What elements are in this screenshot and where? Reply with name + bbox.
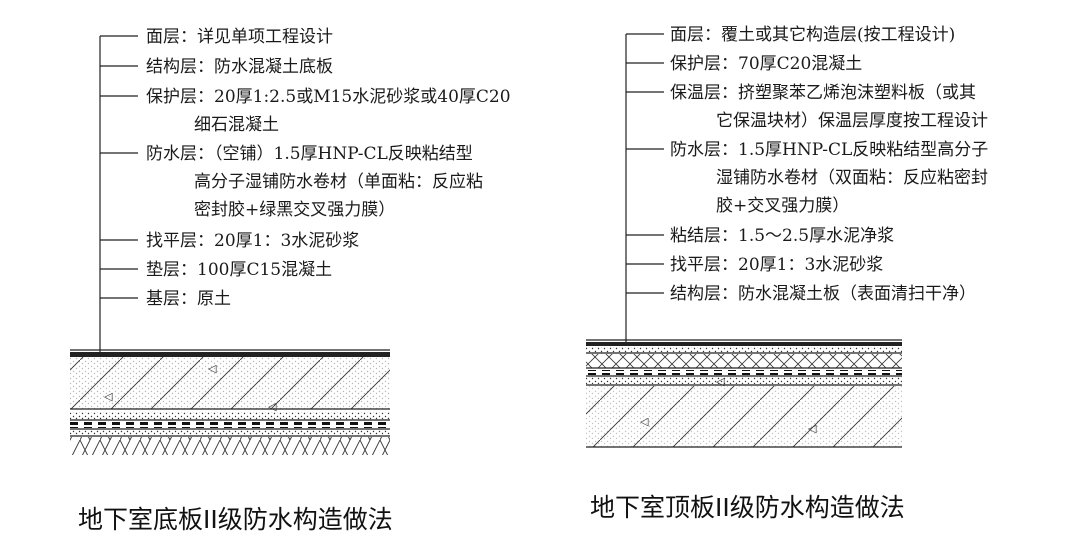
left-protection-layer (70, 412, 390, 420)
right-detail: 面层：覆土或其它构造层(按工程设计) 保护层：70厚C20混凝土 保温层：挤塑聚… (586, 25, 994, 522)
right-label-waterproof: 防水层：1.5厚HNP-CL反映粘结型高分子 湿铺防水卷材（双面粘：反应粘密封 … (670, 140, 994, 216)
right-layer-labels: 面层：覆土或其它构造层(按工程设计) 保护层：70厚C20混凝土 保温层：挤塑聚… (670, 25, 994, 304)
left-detail: 面层：详见单项工程设计 结构层：防水混凝土底板 保护层：20厚1:2.5或M15… (70, 27, 516, 534)
right-label-leveling: 找平层：20厚1：3水泥砂浆 (670, 255, 883, 275)
right-protection-layer (586, 347, 902, 353)
left-section-drawing: ◁ ◁ ◁ (70, 349, 390, 455)
right-label-insulation: 保温层：挤塑聚苯乙烯泡沫塑料板（或其 它保温块材）保温层厚度按工程设计 (670, 83, 988, 131)
left-label-leveling: 找平层：20厚1：3水泥砂浆 (146, 231, 359, 251)
right-caption: 地下室顶板II级防水构造做法 (590, 493, 905, 522)
right-label-surface: 面层：覆土或其它构造层(按工程设计) (670, 25, 955, 45)
left-leveling-layer (70, 430, 390, 435)
left-label-surface: 面层：详见单项工程设计 (146, 27, 333, 47)
right-section-drawing: ◁ ◁ ◁ (586, 339, 902, 448)
left-label-base: 基层：原土 (146, 289, 231, 309)
left-caption: 地下室底板II级防水构造做法 (78, 505, 393, 534)
left-base-soil (70, 437, 390, 455)
right-waterproof-membrane (586, 370, 902, 375)
svg-text:◁: ◁ (716, 375, 725, 388)
right-label-structure: 结构层：防水混凝土板（表面清扫干净） (670, 284, 976, 304)
right-insulation-layer (586, 354, 902, 368)
right-surface-layer (586, 342, 902, 346)
right-label-protection: 保护层：70厚C20混凝土 (670, 54, 862, 74)
left-label-protection: 保护层：20厚1:2.5或M15水泥砂浆或40厚C20 细石混凝土 (146, 87, 516, 135)
svg-text:◁: ◁ (268, 400, 277, 413)
svg-text:◁: ◁ (104, 390, 113, 403)
left-label-waterproof: 防水层：（空铺）1.5厚HNP-CL反映粘结型 高分子湿铺防水卷材（单面粘：反应… (146, 144, 488, 220)
svg-text:◁: ◁ (808, 422, 817, 435)
right-leader-lines (625, 33, 664, 345)
left-label-cushion: 垫层：100厚C15混凝土 (146, 260, 332, 280)
left-leader-lines (99, 35, 138, 352)
svg-text:◁: ◁ (208, 362, 217, 375)
right-leveling-layer (586, 377, 902, 384)
left-label-structure: 结构层：防水混凝土底板 (146, 57, 333, 77)
left-surface-layer (70, 352, 390, 357)
left-waterproof-membrane (70, 422, 390, 428)
right-label-bonding: 粘结层：1.5～2.5厚水泥净浆 (670, 226, 894, 246)
svg-text:◁: ◁ (640, 415, 649, 428)
left-layer-labels: 面层：详见单项工程设计 结构层：防水混凝土底板 保护层：20厚1:2.5或M15… (146, 27, 516, 309)
